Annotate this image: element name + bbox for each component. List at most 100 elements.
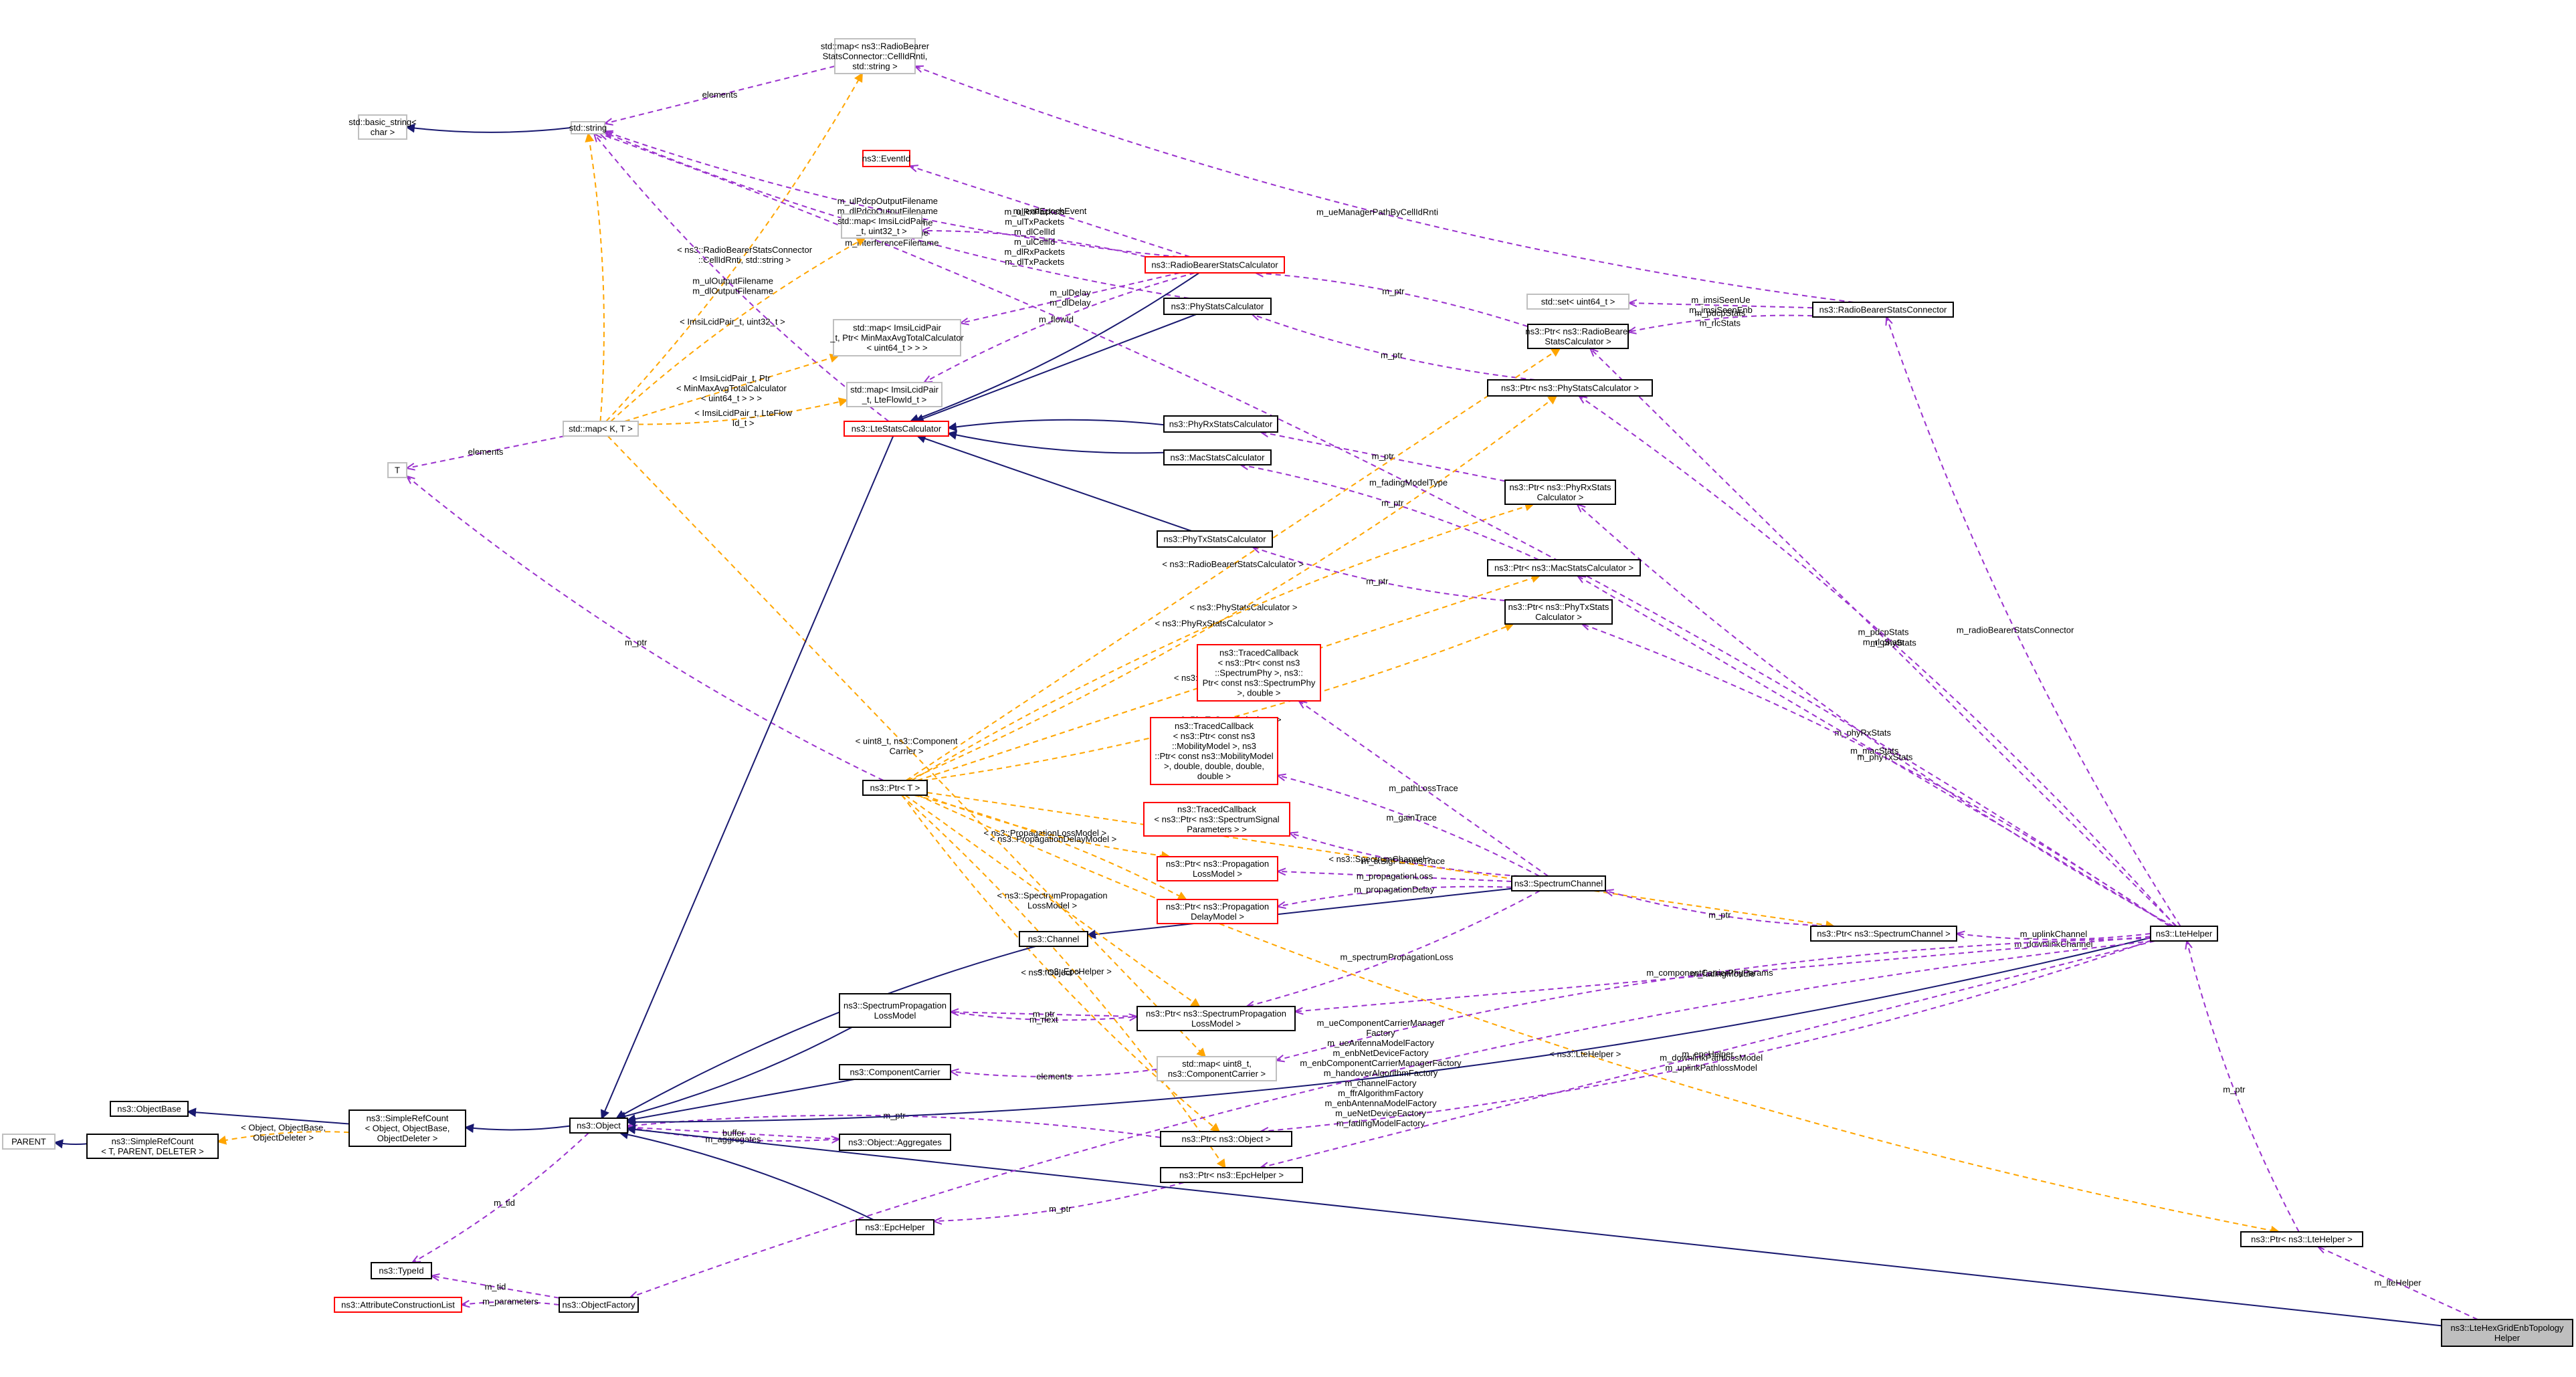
class-node-attr-list[interactable]: ns3::AttributeConstructionList [334, 1297, 462, 1313]
class-node-ptr-object[interactable]: ns3::Ptr< ns3::Object > [1160, 1131, 1292, 1147]
edge-usage-rbs_connector-to-map_rbsc: m_ueManagerPathByCellIdRnti [915, 66, 1854, 303]
node-label: ns3::ComponentCarrier [850, 1067, 940, 1077]
class-node-map-kt[interactable]: std::map< K, T > [563, 421, 639, 437]
class-node-object-factory[interactable]: ns3::ObjectFactory [559, 1297, 639, 1313]
node-label-line: DelayModel > [1191, 912, 1244, 922]
edge-template-map_kt-to-std_string [585, 132, 605, 422]
class-node-basic-string[interactable]: std::basic_string<char > [349, 114, 417, 140]
class-node-rbs-connector[interactable]: ns3::RadioBearerStatsConnector [1812, 302, 1954, 318]
class-node-phyrx[interactable]: ns3::PhyRxStatsCalculator [1163, 415, 1278, 433]
node-label-line: ns3::Ptr< ns3::EpcHelper > [1179, 1170, 1284, 1180]
class-node-component-carrier[interactable]: ns3::ComponentCarrier [839, 1064, 951, 1080]
node-label: ns3::Object [577, 1121, 621, 1131]
class-node-phystats[interactable]: ns3::PhyStatsCalculator [1163, 298, 1272, 315]
node-box [833, 319, 961, 356]
edge-label: m_fadingModule [1690, 969, 1755, 979]
edge-line [951, 1069, 1158, 1077]
class-node-ptr-epchelper[interactable]: ns3::Ptr< ns3::EpcHelper > [1160, 1167, 1303, 1183]
class-node-map-u8-cc[interactable]: std::map< uint8_t,ns3::ComponentCarrier … [1157, 1056, 1277, 1081]
edge-label-line: m_next [1029, 1015, 1058, 1025]
edge-label-line: m_ffrAlgorithmFactory [1338, 1088, 1423, 1098]
edge-line [910, 166, 1191, 257]
node-box [387, 462, 407, 478]
edge-line [1252, 314, 1536, 381]
class-node-epchelper[interactable]: ns3::EpcHelper [856, 1219, 934, 1235]
edge-label: m_phyTxStats [1857, 752, 1913, 762]
class-node-typeid[interactable]: ns3::TypeId [371, 1262, 432, 1279]
class-node-rbsc[interactable]: ns3::RadioBearerStatsCalculator [1145, 256, 1285, 274]
edge-line [951, 1012, 1138, 1017]
edge-label-line: < ns3::EpcHelper > [1037, 966, 1112, 976]
class-node-ptr-mac[interactable]: ns3::Ptr< ns3::MacStatsCalculator > [1487, 559, 1641, 576]
node-label: std::string [569, 123, 607, 133]
class-node-ltestats[interactable]: ns3::LteStatsCalculator [844, 421, 949, 437]
class-node-tcb-pathloss[interactable]: ns3::TracedCallback< ns3::Ptr< const ns3… [1197, 644, 1321, 702]
class-node-lte-helper[interactable]: ns3::LteHelper [2150, 926, 2218, 942]
edge-usage-ptr_phytx-to-phytx: m_ptr [1253, 547, 1506, 601]
edge-label-line: m_ulCellId [1014, 237, 1055, 247]
edge-label-line: m_pdcpStats [1694, 308, 1745, 318]
class-node-object-base[interactable]: ns3::ObjectBase [110, 1101, 189, 1117]
edge-label-line: m_flowId [1039, 314, 1074, 324]
node-label-line: ns3::ComponentCarrier > [1168, 1069, 1266, 1079]
class-node-map-imsi-u32[interactable]: std::map< ImsiLcidPair_t, uint32_t > [837, 213, 926, 239]
edge-label: m_parameters [482, 1297, 538, 1307]
class-node-simple-ref-T[interactable]: ns3::SimpleRefCount< T, PARENT, DELETER … [86, 1134, 219, 1159]
class-node-tcb-txsig[interactable]: ns3::TracedCallback< ns3::Ptr< ns3::Spec… [1143, 802, 1290, 837]
node-label-line: ns3::PhyStatsCalculator [1171, 302, 1264, 312]
class-node-object-aggregates[interactable]: ns3::Object::Aggregates [839, 1134, 951, 1151]
class-node-phytx[interactable]: ns3::PhyTxStatsCalculator [1157, 530, 1273, 548]
edge-label-line: m_dlDelay [1050, 298, 1091, 308]
edge-usage-ptr_rbsc-to-rbsc: m_ptr [1256, 273, 1528, 328]
node-label-line: ns3::Ptr< ns3::MacStatsCalculator > [1494, 563, 1633, 573]
edge-inherit-simple_ref_T-to-parent [54, 1139, 88, 1149]
class-node-object[interactable]: ns3::Object [569, 1118, 628, 1134]
class-node-spectrum-channel[interactable]: ns3::SpectrumChannel [1511, 875, 1606, 891]
edge-label-line: < ImsiLcidPair_t, Ptr [692, 373, 771, 383]
class-node-channel[interactable]: ns3::Channel [1019, 931, 1088, 947]
edge-line [619, 1130, 874, 1221]
edge-line [1278, 776, 1540, 877]
class-node-eventid[interactable]: ns3::EventId [862, 150, 910, 167]
class-node-map-imsi-minmax[interactable]: std::map< ImsiLcidPair_t, Ptr< MinMaxAvg… [829, 319, 964, 356]
class-node-std-string[interactable]: std::string [569, 121, 607, 134]
class-node-tcb-gain[interactable]: ns3::TracedCallback< ns3::Ptr< const ns3… [1150, 717, 1278, 785]
class-node-T[interactable]: T [387, 462, 407, 478]
node-label: ns3::SpectrumChannel [1514, 879, 1603, 889]
edge-label: m_propagationDelay [1354, 885, 1434, 895]
edge-label-line: m_ueComponentCarrierManager [1317, 1018, 1445, 1028]
edge-line [917, 574, 1541, 781]
edge-label-line: m_macStats [1850, 746, 1899, 756]
class-node-macstats[interactable]: ns3::MacStatsCalculator [1163, 449, 1272, 465]
node-label-line: ns3::Ptr< ns3::SpectrumPropagation [1146, 1009, 1286, 1019]
edge-label-line: m_dlOutputFilename [692, 286, 773, 296]
class-node-set-u64[interactable]: std::set< uint64_t > [1526, 294, 1629, 310]
class-node-ptr-spectrum-channel[interactable]: ns3::Ptr< ns3::SpectrumChannel > [1810, 926, 1957, 942]
node-label-line: ns3::TracedCallback [1177, 805, 1257, 815]
edge-label-line: < ns3::LteHelper > [1549, 1049, 1621, 1059]
node-box [1157, 899, 1278, 924]
node-label: ns3::PhyTxStatsCalculator [1163, 534, 1266, 544]
class-node-map-imsi-flow[interactable]: std::map< ImsiLcidPair_t, LteFlowId_t > [846, 382, 943, 407]
class-node-parent[interactable]: PARENT [2, 1134, 56, 1150]
node-label: ns3::LteStatsCalculator [852, 424, 942, 434]
class-node-ptr-T[interactable]: ns3::Ptr< T > [862, 780, 928, 796]
edge-line [916, 434, 1192, 532]
node-box [1019, 931, 1088, 947]
class-node-simple-ref-obj[interactable]: ns3::SimpleRefCount< Object, ObjectBase,… [349, 1109, 466, 1147]
edge-label-line: m_ptr [1372, 451, 1395, 461]
class-node-ptr-ltehelper[interactable]: ns3::Ptr< ns3::LteHelper > [2240, 1231, 2363, 1247]
class-node-ptr-phystats[interactable]: ns3::Ptr< ns3::PhyStatsCalculator > [1487, 379, 1653, 397]
edge-line [217, 1131, 350, 1145]
